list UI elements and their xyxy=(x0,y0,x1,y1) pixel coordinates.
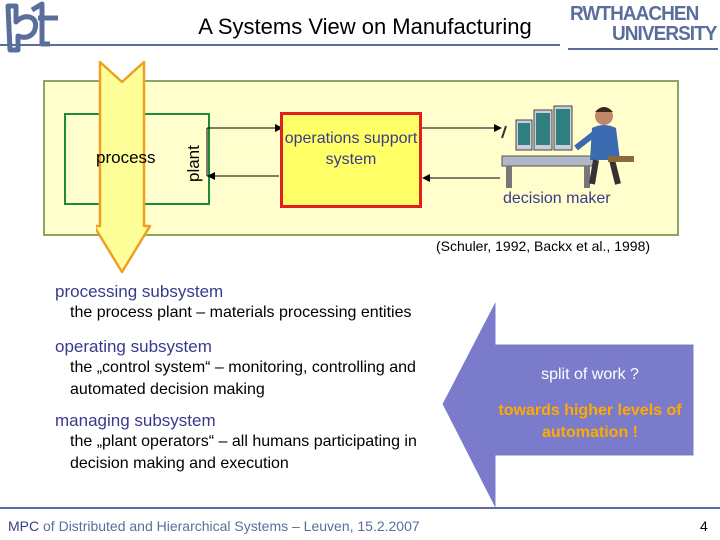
citation: (Schuler, 1992, Backx et al., 1998) xyxy=(436,238,651,254)
plant-label-text: plant xyxy=(184,145,203,182)
subsystem-text-processing: the process plant – materials processing… xyxy=(70,304,412,321)
subsystem-heading-managing: managing subsystem xyxy=(55,411,216,430)
automation-arrow xyxy=(441,299,695,511)
ipt-logo xyxy=(2,0,62,56)
page-title: A Systems View on Manufacturing xyxy=(198,14,532,39)
header-rule xyxy=(0,44,560,46)
subsystem-text-managing-2: decision making and execution xyxy=(70,455,289,472)
footer-prefix: MPC xyxy=(8,518,40,534)
split-of-work-label: split of work ? xyxy=(541,366,639,383)
subsystem-text-operating-1: the „control system“ – monitoring, contr… xyxy=(70,359,416,376)
decision-maker-label: decision maker xyxy=(503,190,611,207)
process-label: process xyxy=(96,148,156,167)
university-logo-rule xyxy=(568,48,718,50)
ops-decision-connector xyxy=(422,124,502,182)
subsystem-heading-processing: processing subsystem xyxy=(55,282,224,301)
towards-automation-label: towards higher levels of automation ! xyxy=(498,402,682,441)
operations-support-box xyxy=(280,112,422,208)
page-number: 4 xyxy=(700,518,708,534)
university-logo-line2: UNIVERSITY xyxy=(612,23,717,45)
operations-support-label: operations support system xyxy=(284,130,418,168)
footer-rule xyxy=(0,507,720,509)
decision-maker-illustration xyxy=(501,105,634,188)
footer-rest: of Distributed and Hierarchical Systems … xyxy=(39,518,420,534)
subsystem-text-managing-1: the „plant operators“ – all humans parti… xyxy=(70,433,417,450)
plant-ops-connector xyxy=(206,124,283,180)
subsystem-text-operating-2: automated decision making xyxy=(70,381,265,398)
footer-text: MPC of Distributed and Hierarchical Syst… xyxy=(8,518,420,534)
university-logo-line1: RWTHAACHEN xyxy=(570,3,699,25)
subsystem-heading-operating: operating subsystem xyxy=(55,337,212,356)
process-flow-arrow xyxy=(96,60,152,274)
university-logo: RWTHAACHEN UNIVERSITY xyxy=(568,2,718,50)
